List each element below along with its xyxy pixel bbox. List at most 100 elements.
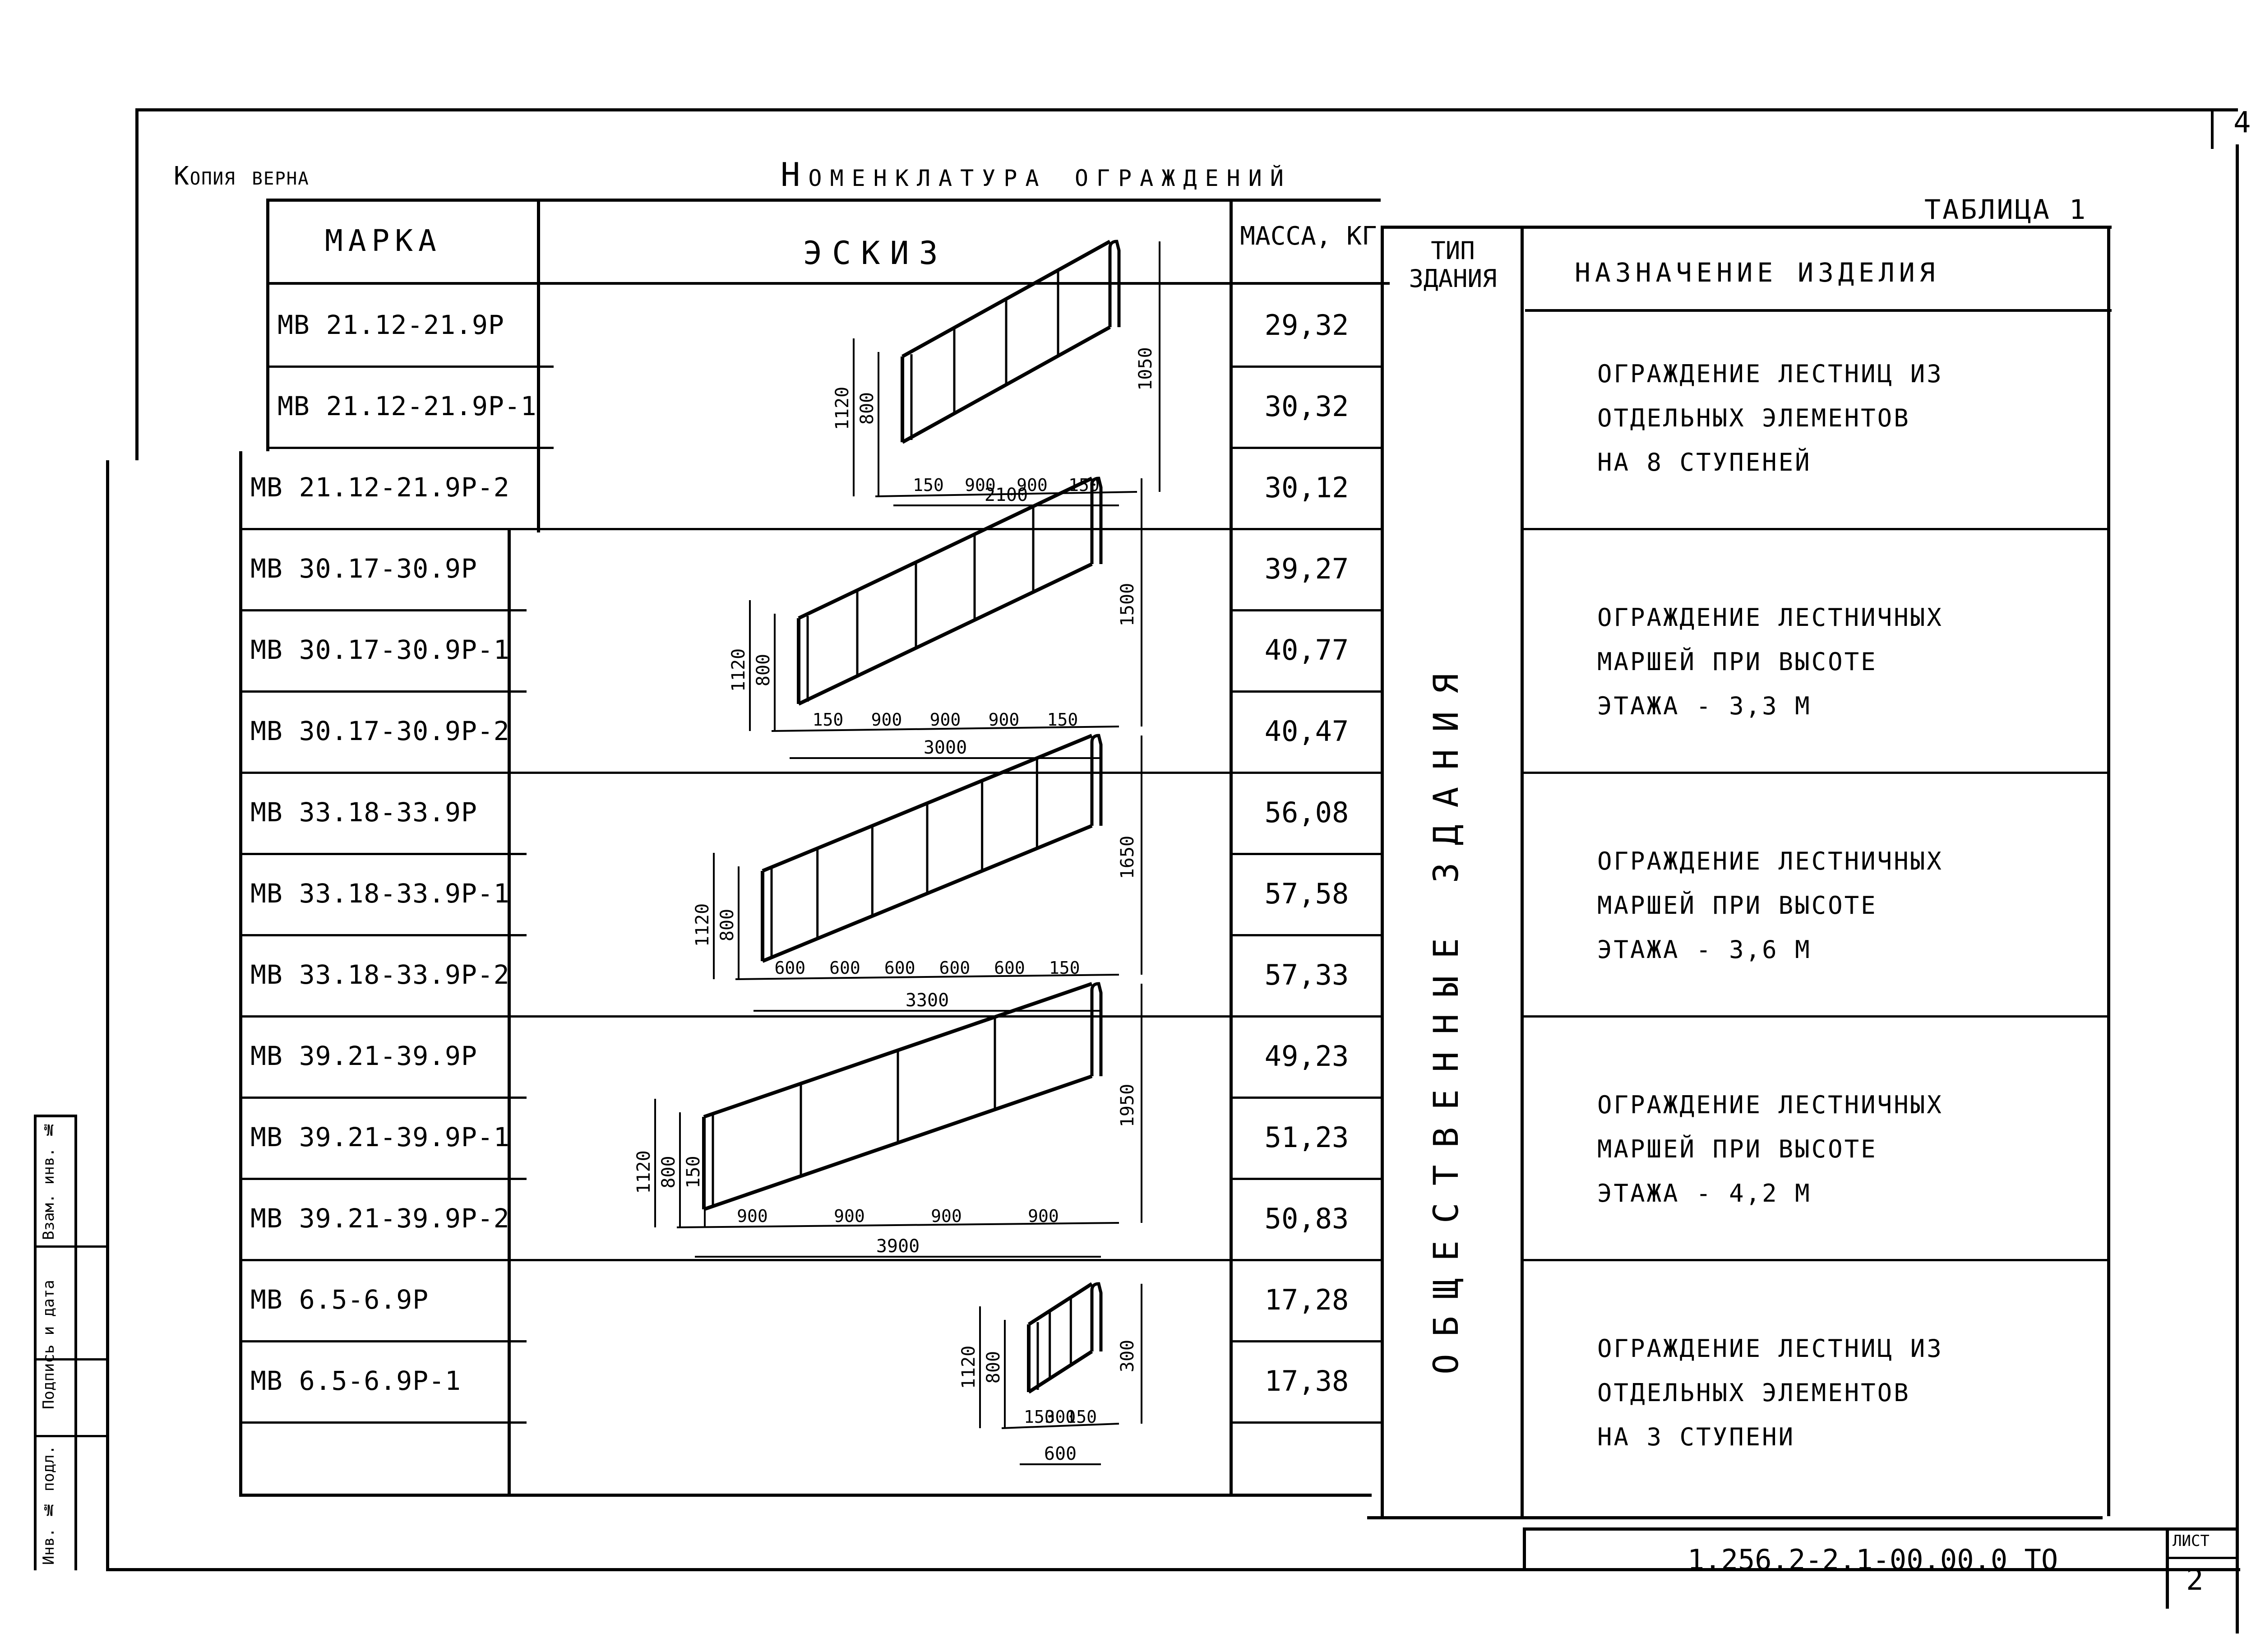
table-row-mark: МВ 21.12-21.9Р-2 (250, 472, 510, 503)
row-separator (242, 853, 527, 855)
stamp-sep-1 (34, 1245, 106, 1248)
row-separator-mass (1232, 1097, 1383, 1099)
table-row-mark: МВ 33.18-33.9Р (250, 797, 477, 828)
stamp-border-mid (74, 1115, 77, 1570)
dimension-span-label: 600 (994, 958, 1025, 978)
dimension-line (735, 974, 1119, 980)
row-separator-mass (1232, 1421, 1383, 1424)
purpose-separator (1523, 1259, 2109, 1261)
purpose-line: отдельных элементов (1597, 1379, 1910, 1407)
dimension-span-label: 600 (775, 958, 806, 978)
table-row-mass: 57,58 (1264, 877, 1349, 910)
dimension-span-label: 900 (871, 710, 902, 730)
railing-bottom-rail (1027, 1350, 1093, 1394)
row-separator-mass (1232, 1340, 1383, 1342)
col-header-building-type: Тип здания (1409, 236, 1497, 293)
table-row-mass: 57,33 (1264, 958, 1349, 991)
copy-note: Копия верна (174, 162, 310, 191)
dimension-height-label: 1120 (633, 1150, 654, 1194)
table-row-mass: 50,83 (1264, 1202, 1349, 1235)
frame-right (2236, 144, 2239, 1633)
col-line-3 (1230, 199, 1233, 1496)
row-separator-mass (1232, 690, 1383, 693)
table-row-mark: МВ 30.17-30.9Р-2 (250, 716, 510, 746)
purpose-line: этажа - 3,6 м (1597, 935, 1812, 964)
dimension-span-label: 900 (965, 475, 996, 495)
table-label: Таблица 1 (1924, 194, 2088, 226)
row-separator-mass (1232, 1178, 1383, 1180)
row-separator (242, 1421, 527, 1424)
col-header-mark: Марка (325, 223, 442, 258)
row-separator (242, 772, 1382, 774)
dimension-height-label: 800 (983, 1351, 1004, 1384)
row-separator-mass (1232, 1259, 1383, 1261)
table-bottom (239, 1494, 1372, 1497)
purpose-cell: Ограждение лестниц изотдельных элементов… (1597, 1327, 1943, 1459)
col-header-purpose: Назначение изделия (1575, 257, 1940, 288)
dimension-total-label: 3300 (906, 990, 949, 1011)
purpose-cell: Ограждение лестничных маршей при высоте эт… (1597, 596, 1943, 728)
row-separator-mass (1232, 934, 1383, 936)
page-corner-number: 4 (2233, 106, 2251, 139)
stamp-label-signature: Подпись и дата (40, 1280, 58, 1410)
dimension-height-label: 800 (658, 1156, 679, 1188)
dimension-span-label: 150 (1049, 958, 1080, 978)
row-separator (242, 1340, 527, 1342)
stamp-border-left (34, 1115, 37, 1570)
purpose-line: этажа - 4,2 м (1597, 1179, 1812, 1208)
purpose-separator (1523, 1015, 2109, 1018)
dimension-height-label: 150 (683, 1156, 704, 1188)
row-separator-mass (1232, 772, 1383, 774)
row-separator (242, 1015, 1382, 1018)
doc-code: 1.256.2-2.1-00.00.0 ТО (1687, 1543, 2058, 1576)
dimension-right-label: 1650 (1117, 836, 1138, 879)
row-separator (242, 609, 527, 611)
purpose-separator (1523, 528, 2109, 530)
row-separator (242, 934, 527, 936)
dimension-span-label: 900 (834, 1206, 865, 1226)
dimension-span-label: 150 (813, 710, 844, 730)
table-row-mass: 17,28 (1264, 1283, 1349, 1316)
col-header-sketch: Эскиз (803, 235, 948, 272)
corner-box-left (2211, 108, 2214, 149)
purpose-line: Ограждение лестничных (1597, 603, 1943, 632)
table-row-mass: 51,23 (1264, 1120, 1349, 1154)
purpose-line: маршей при высоте (1597, 648, 1877, 676)
row-separator (242, 1097, 527, 1099)
table-row-mass: 40,77 (1264, 633, 1349, 666)
row-separator-mass (1232, 366, 1383, 368)
purpose-line: этажа - 3,3 м (1597, 692, 1812, 720)
table-row-mass: 30,32 (1264, 389, 1349, 423)
purpose-separator (1523, 772, 2109, 774)
table-row-mass: 30,12 (1264, 471, 1349, 504)
dimension-span-label: 900 (1028, 1206, 1059, 1226)
frame-bottom (106, 1568, 2240, 1571)
dimension-total-label: 3900 (876, 1236, 920, 1257)
stamp-sep-2 (34, 1358, 106, 1360)
stamp-label-vzam: Взам. инв. № (40, 1120, 58, 1240)
stamp-label-inv-podl: Инв. № подл. (40, 1445, 58, 1565)
dimension-total-label: 2100 (985, 485, 1028, 505)
dimension-span-label: 900 (1017, 475, 1048, 495)
railing-end-post (1090, 734, 1103, 826)
purpose-line: на 8 ступеней (1597, 448, 1812, 477)
table-row-mark: МВ 39.21-39.9Р-1 (250, 1122, 510, 1152)
purpose-cell: Ограждение лестничныхмаршей при высотеэт… (1597, 1083, 1943, 1216)
dimension-line (676, 1222, 1119, 1228)
page-title: Номенклатура ограждений (781, 156, 1292, 194)
dimension-span-label: 300 (1045, 1407, 1076, 1427)
row-separator-mass (1232, 1015, 1383, 1018)
railing-top-rail (1027, 1282, 1093, 1326)
row-separator-mass (1232, 528, 1383, 530)
stamp-sep-3 (34, 1435, 106, 1437)
dimension-total-label: 3000 (924, 737, 967, 758)
table-row-mark: МВ 39.21-39.9Р-2 (250, 1203, 510, 1234)
table-row-mark: МВ 33.18-33.9Р-2 (250, 959, 510, 990)
col-line-4 (1381, 226, 1384, 1516)
table-row-mass: 39,27 (1264, 552, 1349, 585)
dimension-span-label: 600 (939, 958, 971, 978)
purpose-cell: Ограждение лестниц изотдельных элементов… (1597, 352, 1943, 485)
table-row-mark: МВ 21.12-21.9Р-1 (277, 391, 537, 421)
purpose-line: маршей при высоте (1597, 1135, 1877, 1163)
